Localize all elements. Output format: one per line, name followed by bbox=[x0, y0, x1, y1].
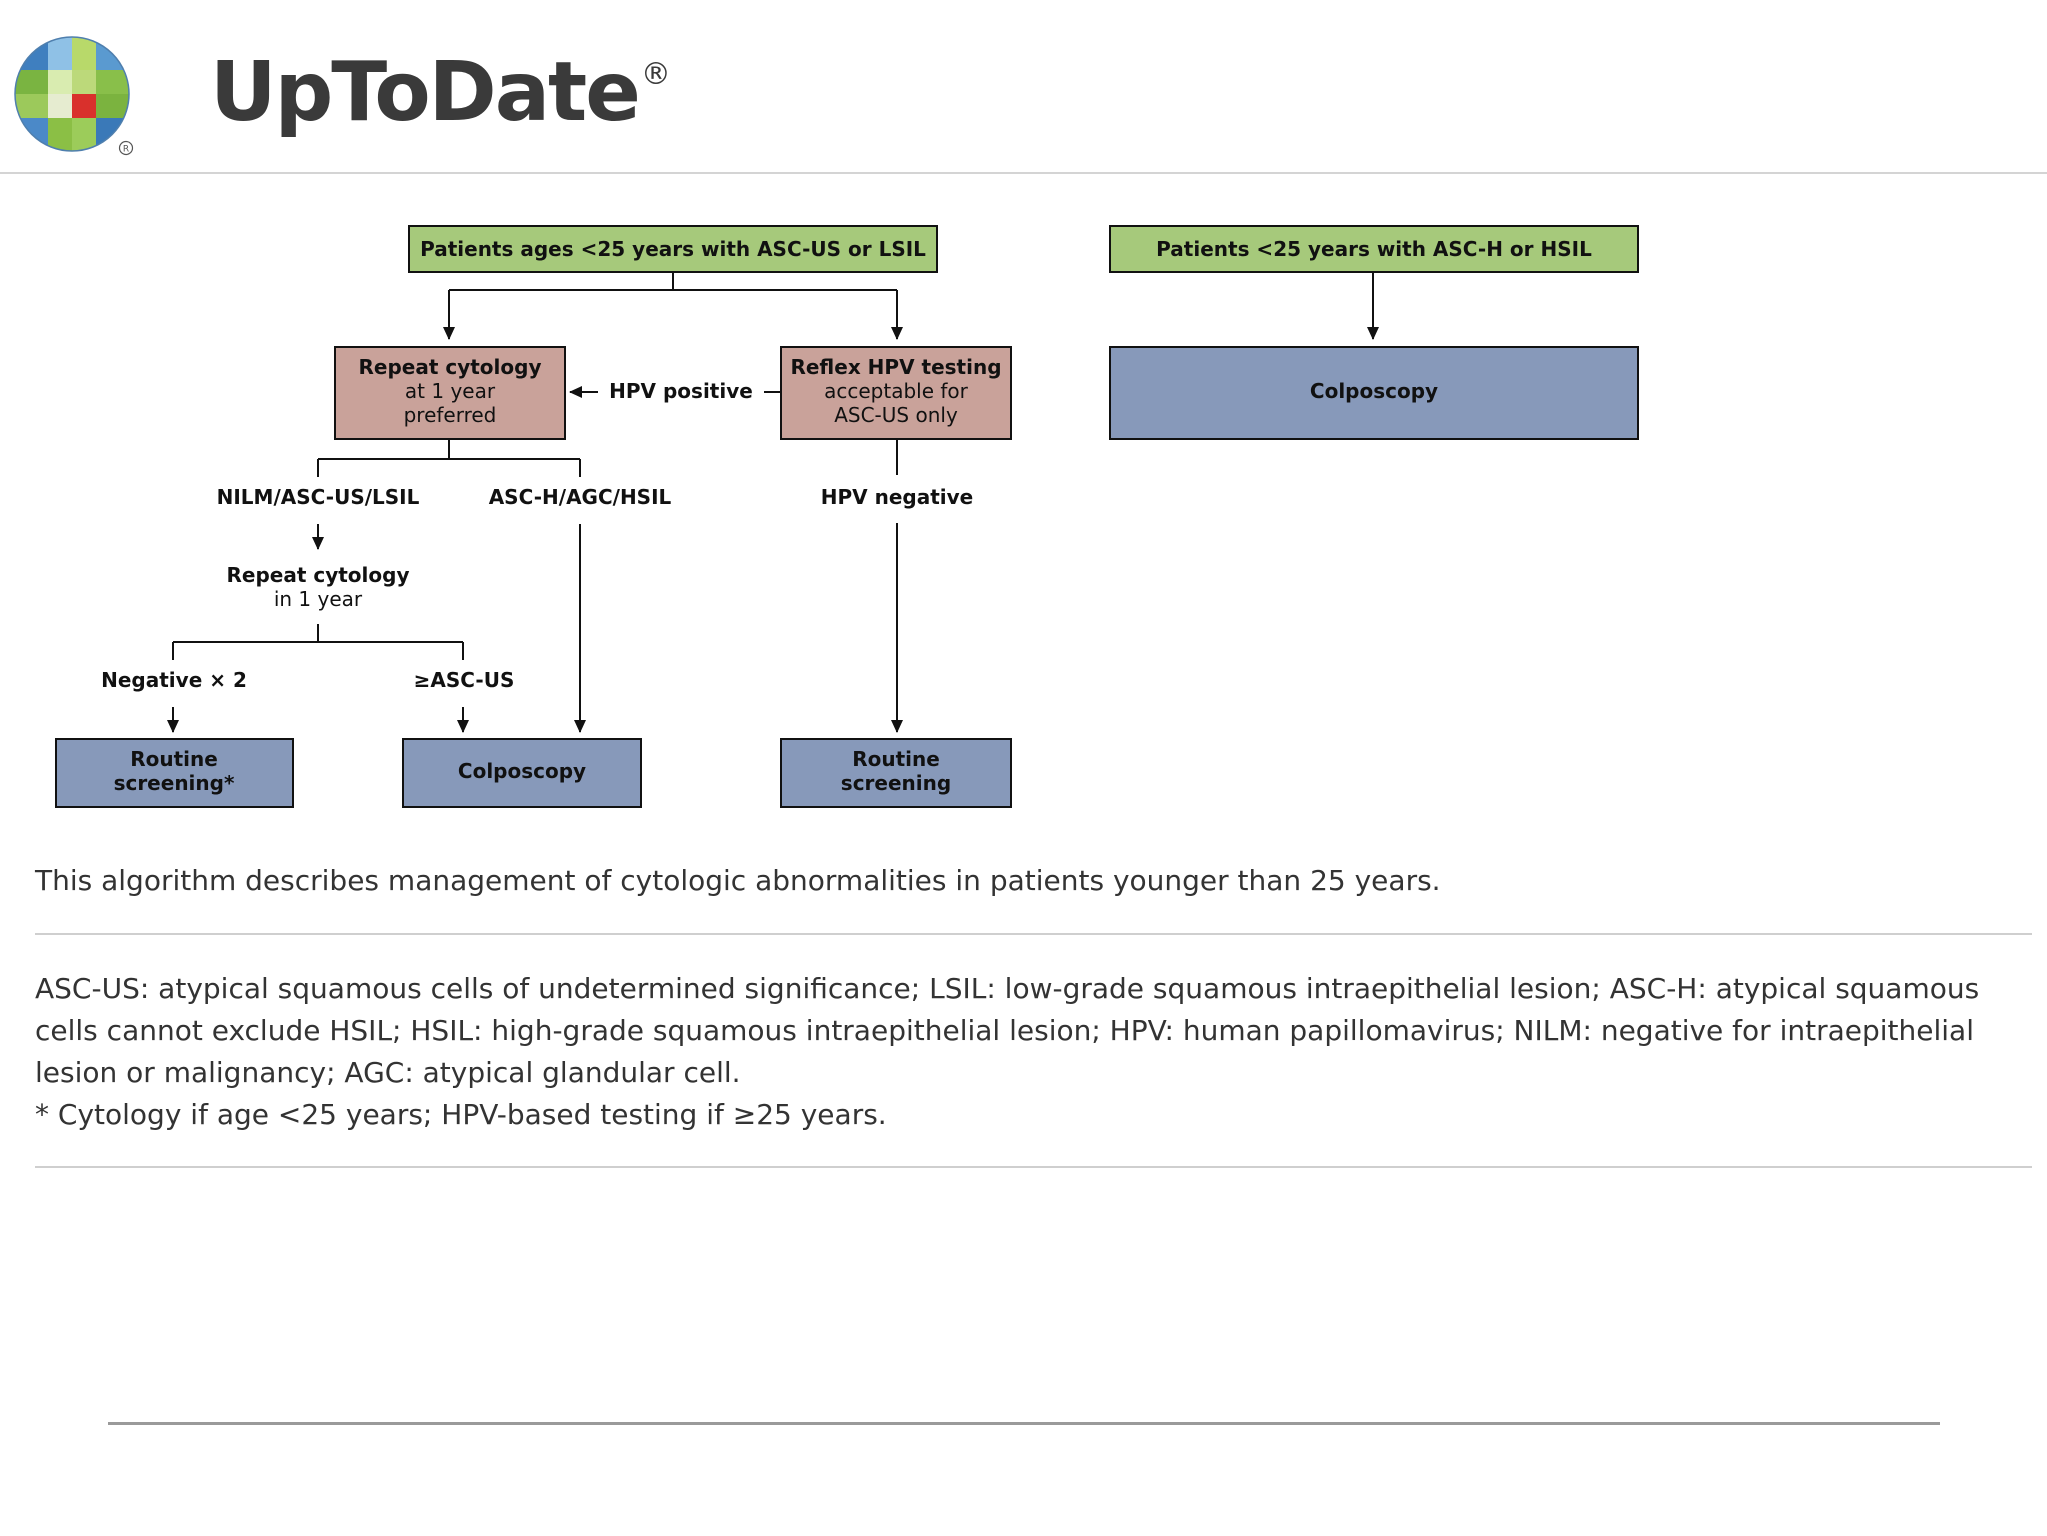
header: R UpToDate® bbox=[0, 0, 2047, 172]
hpv-positive-label: HPV positive bbox=[609, 379, 753, 403]
caption-divider bbox=[35, 933, 2032, 935]
nilm-branch-label: NILM/ASC-US/LSIL bbox=[217, 485, 420, 509]
start-box-asch-hsil-label: Patients <25 years with ASC-H or HSIL bbox=[1156, 237, 1592, 261]
colposcopy-right-label: Colposcopy bbox=[1310, 379, 1438, 403]
uptodate-logo-icon bbox=[14, 36, 130, 152]
routine-right-line1: Routine bbox=[852, 747, 940, 771]
repeat-1yr-line1: Repeat cytology bbox=[226, 563, 409, 587]
routine-right-line2: screening bbox=[841, 771, 951, 795]
footnote-divider bbox=[35, 1166, 2032, 1168]
routine-star-line1: Routine bbox=[130, 747, 218, 771]
routine-screening-star-box bbox=[55, 738, 294, 808]
routine-star-line2: screening* bbox=[114, 771, 235, 795]
colposcopy-mid-box bbox=[402, 738, 642, 808]
connectors bbox=[167, 272, 1379, 733]
bottom-divider bbox=[108, 1422, 1940, 1425]
reflex-hpv-line1: Reflex HPV testing bbox=[790, 355, 1001, 379]
repeat-cytology-box bbox=[334, 346, 566, 440]
colposcopy-mid-label: Colposcopy bbox=[458, 759, 586, 783]
reflex-hpv-line2: acceptable for bbox=[824, 379, 969, 403]
algorithm-diagram: Patients ages <25 years with ASC-US or L… bbox=[55, 225, 1639, 808]
hpv-negative-label: HPV negative bbox=[821, 485, 973, 509]
colposcopy-right-box bbox=[1109, 346, 1639, 440]
figure-caption: This algorithm describes management of c… bbox=[35, 864, 1441, 897]
star-footnote: * Cytology if age <25 years; HPV-based t… bbox=[35, 1098, 887, 1131]
brand-name: UpToDate® bbox=[210, 45, 671, 140]
registered-mark-icon: R bbox=[118, 140, 134, 156]
routine-screening-box bbox=[780, 738, 1012, 808]
repeat-cytology-line3: preferred bbox=[404, 403, 497, 427]
repeat-1yr-line2: in 1 year bbox=[274, 587, 363, 611]
abbreviations-footnote: ASC-US: atypical squamous cells of undet… bbox=[35, 972, 1980, 1089]
negative-x2-label: Negative × 2 bbox=[101, 668, 247, 692]
ge-ascus-label: ≥ASC-US bbox=[414, 668, 515, 692]
repeat-cytology-line2: at 1 year bbox=[405, 379, 496, 403]
start-box-asch-hsil bbox=[1109, 225, 1639, 273]
reflex-hpv-line3: ASC-US only bbox=[834, 403, 958, 427]
asch-branch-label: ASC-H/AGC/HSIL bbox=[489, 485, 672, 509]
header-divider bbox=[0, 172, 2047, 174]
repeat-cytology-line1: Repeat cytology bbox=[358, 355, 541, 379]
reflex-hpv-box bbox=[780, 346, 1012, 440]
svg-text:R: R bbox=[123, 145, 129, 155]
start-box-ascus-lsil-label: Patients ages <25 years with ASC-US or L… bbox=[420, 237, 926, 261]
start-box-ascus-lsil bbox=[408, 225, 938, 273]
